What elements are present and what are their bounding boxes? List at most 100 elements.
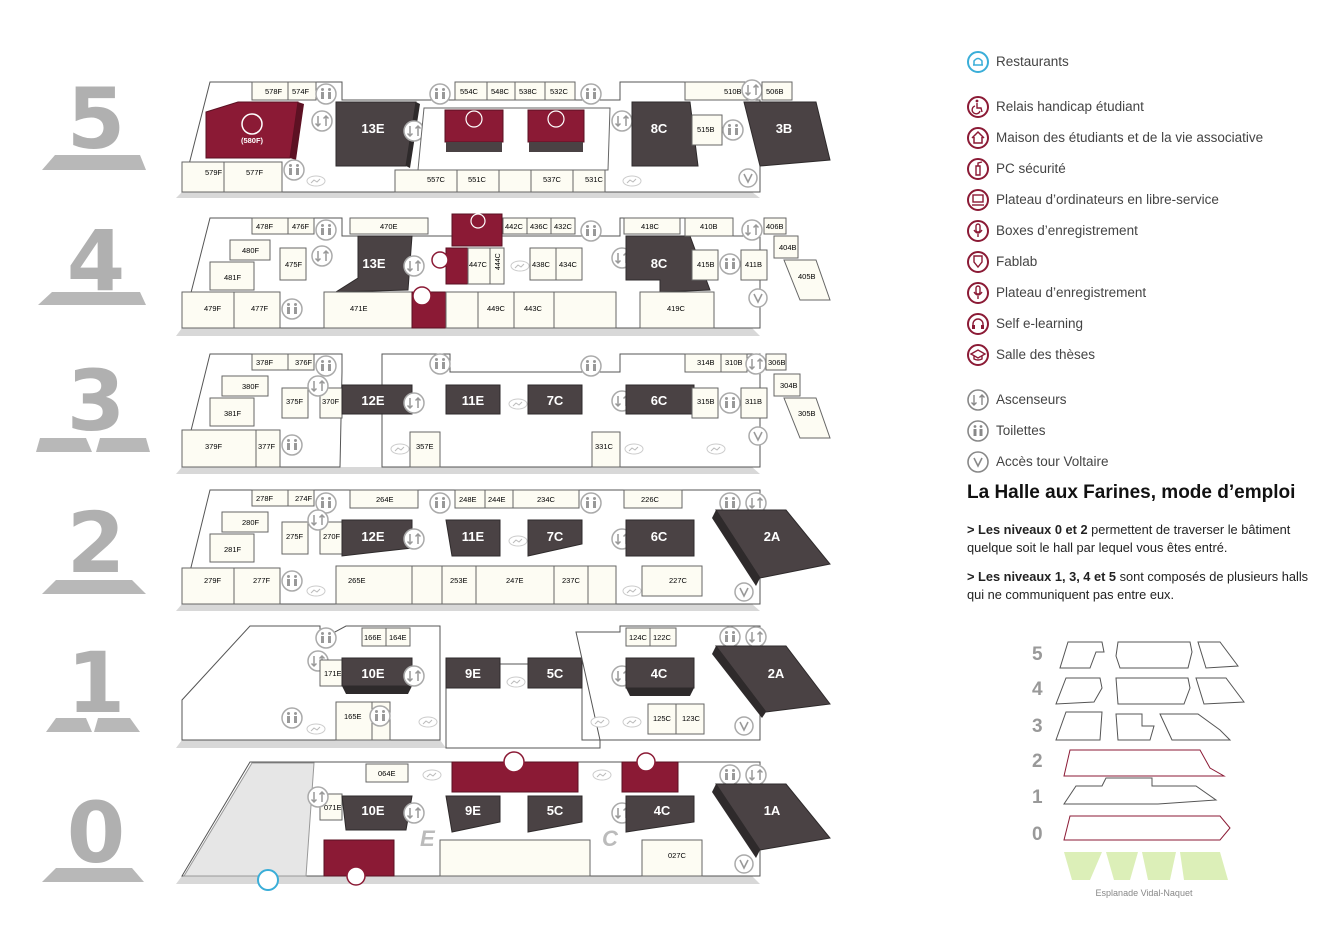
svg-text:6C: 6C xyxy=(651,393,668,408)
legend-label: Boxes d’enregistrement xyxy=(996,223,1138,238)
svg-text:415B: 415B xyxy=(697,260,715,269)
svg-text:554C: 554C xyxy=(460,87,479,96)
svg-text:306B: 306B xyxy=(768,358,786,367)
svg-text:480F: 480F xyxy=(242,246,260,255)
svg-text:071E: 071E xyxy=(324,803,342,812)
svg-text:253E: 253E xyxy=(450,576,468,585)
svg-text:279F: 279F xyxy=(204,576,222,585)
svg-text:432C: 432C xyxy=(554,222,573,231)
svg-text:577F: 577F xyxy=(246,168,264,177)
svg-text:13E: 13E xyxy=(362,256,385,271)
floor-footprint-icon xyxy=(42,580,146,594)
svg-text:304B: 304B xyxy=(780,381,798,390)
svg-text:265E: 265E xyxy=(348,576,366,585)
wheelchair-icon xyxy=(503,751,525,773)
svg-text:278F: 278F xyxy=(256,494,274,503)
hall-letter-e: E xyxy=(420,826,436,851)
esplanade-label: Esplanade Vidal-Naquet xyxy=(1096,888,1193,898)
svg-text:506B: 506B xyxy=(766,87,784,96)
svg-text:405B: 405B xyxy=(798,272,816,281)
svg-text:548C: 548C xyxy=(491,87,510,96)
svg-text:165E: 165E xyxy=(344,712,362,721)
legend-label: Plateau d’ordinateurs en libre-service xyxy=(996,192,1219,207)
svg-text:8C: 8C xyxy=(651,121,668,136)
svg-text:9E: 9E xyxy=(465,666,481,681)
svg-text:510B: 510B xyxy=(724,87,742,96)
floor-0: 0 064E 071E 10E E 9E 5C C 4C 1A 027C xyxy=(42,751,831,891)
legend-item: Salle des thèses xyxy=(966,339,1336,370)
svg-text:314B: 314B xyxy=(697,358,715,367)
svg-text:315B: 315B xyxy=(697,397,715,406)
svg-text:477F: 477F xyxy=(251,304,269,313)
legend-gap xyxy=(966,77,1336,91)
svg-text:2A: 2A xyxy=(768,666,785,681)
svg-text:444C: 444C xyxy=(495,253,502,270)
graduation-cap-icon xyxy=(967,343,989,366)
computer-icon xyxy=(465,110,483,128)
svg-text:443C: 443C xyxy=(524,304,543,313)
svg-text:419C: 419C xyxy=(667,304,686,313)
svg-text:381F: 381F xyxy=(224,409,242,418)
svg-text:379F: 379F xyxy=(205,442,223,451)
mini-level-3: 3 xyxy=(1032,716,1043,737)
restaurant-icon xyxy=(257,869,279,891)
mode-emploi-paragraph-2: > Les niveaux 1, 3, 4 et 5 sont composés… xyxy=(967,568,1327,604)
mini-level-0: 0 xyxy=(1032,824,1043,845)
svg-text:537C: 537C xyxy=(543,175,562,184)
microphone-icon xyxy=(431,251,449,269)
legend-item: Accès tour Voltaire xyxy=(966,446,1336,477)
mode-emploi-p2-text: sont composés de plusieurs halls qui ne … xyxy=(967,569,1309,602)
legend-item: Plateau d’ordinateurs en libre-service xyxy=(966,184,1336,215)
floor-number: 5 xyxy=(67,70,125,168)
house-icon xyxy=(346,866,366,886)
svg-text:475F: 475F xyxy=(285,260,303,269)
svg-text:064E: 064E xyxy=(378,769,396,778)
svg-text:280F: 280F xyxy=(242,518,260,527)
floor-number: 3 xyxy=(67,352,125,450)
legend-item: Toilettes xyxy=(966,415,1336,446)
svg-text:13E: 13E xyxy=(361,121,384,136)
mini-level-diagram: 5 4 3 2 1 0 Esplanade Vidal-Naquet xyxy=(1032,641,1245,898)
svg-text:8C: 8C xyxy=(651,256,668,271)
svg-text:411B: 411B xyxy=(745,260,762,269)
svg-text:124C: 124C xyxy=(629,633,648,642)
legend-label: Accès tour Voltaire xyxy=(996,454,1109,469)
svg-text:237C: 237C xyxy=(562,576,581,585)
svg-text:275F: 275F xyxy=(286,532,304,541)
legend-item: Restaurants xyxy=(966,46,1336,77)
svg-text:406B: 406B xyxy=(766,222,784,231)
legend-item: Ascenseurs xyxy=(966,384,1336,415)
mode-emploi-p2-bold: > Les niveaux 1, 3, 4 et 5 xyxy=(967,569,1117,584)
svg-text:375F: 375F xyxy=(286,397,304,406)
floor-footprint-icon xyxy=(36,438,92,452)
svg-text:310B: 310B xyxy=(725,358,743,367)
svg-text:4C: 4C xyxy=(654,803,671,818)
extinguisher-icon xyxy=(636,752,656,772)
legend-label: Ascenseurs xyxy=(996,392,1067,407)
elevator-icon xyxy=(967,388,989,411)
mini-level-5: 5 xyxy=(1032,644,1043,665)
svg-text:11E: 11E xyxy=(462,393,485,408)
svg-text:10E: 10E xyxy=(361,666,384,681)
svg-text:7C: 7C xyxy=(547,393,564,408)
svg-text:378F: 378F xyxy=(256,358,274,367)
fablab-icon xyxy=(470,213,486,229)
svg-text:123C: 123C xyxy=(682,714,701,723)
svg-text:380F: 380F xyxy=(242,382,260,391)
floor-5: 5 578F 574F (580F) 579F 577F 13E 554C 54… xyxy=(42,70,831,198)
building-floor-map: 5 578F 574F (580F) 579F 577F 13E 554C 54… xyxy=(36,70,831,891)
floor-2: 2 278F 274F 280F 281F 275F 270F 279F 277… xyxy=(42,489,831,611)
svg-text:418C: 418C xyxy=(641,222,660,231)
svg-text:274F: 274F xyxy=(295,494,313,503)
svg-text:410B: 410B xyxy=(700,222,718,231)
floor-footprint-icon xyxy=(42,868,144,882)
legend-gap xyxy=(966,370,1336,384)
svg-text:281F: 281F xyxy=(224,545,242,554)
svg-text:7C: 7C xyxy=(547,529,564,544)
svg-text:470E: 470E xyxy=(380,222,398,231)
svg-text:12E: 12E xyxy=(361,529,384,544)
graduation-cap-icon xyxy=(241,113,263,135)
svg-text:357E: 357E xyxy=(416,442,434,451)
svg-text:574F: 574F xyxy=(292,87,310,96)
